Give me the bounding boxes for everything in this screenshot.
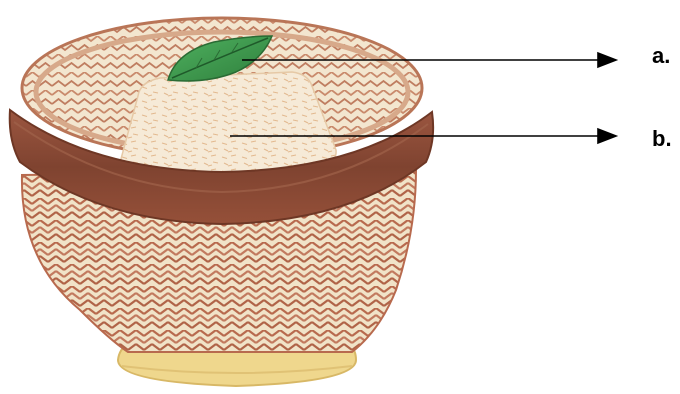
rice-mound — [118, 72, 336, 179]
label-b: b. — [652, 128, 672, 150]
label-a: a. — [652, 45, 670, 67]
